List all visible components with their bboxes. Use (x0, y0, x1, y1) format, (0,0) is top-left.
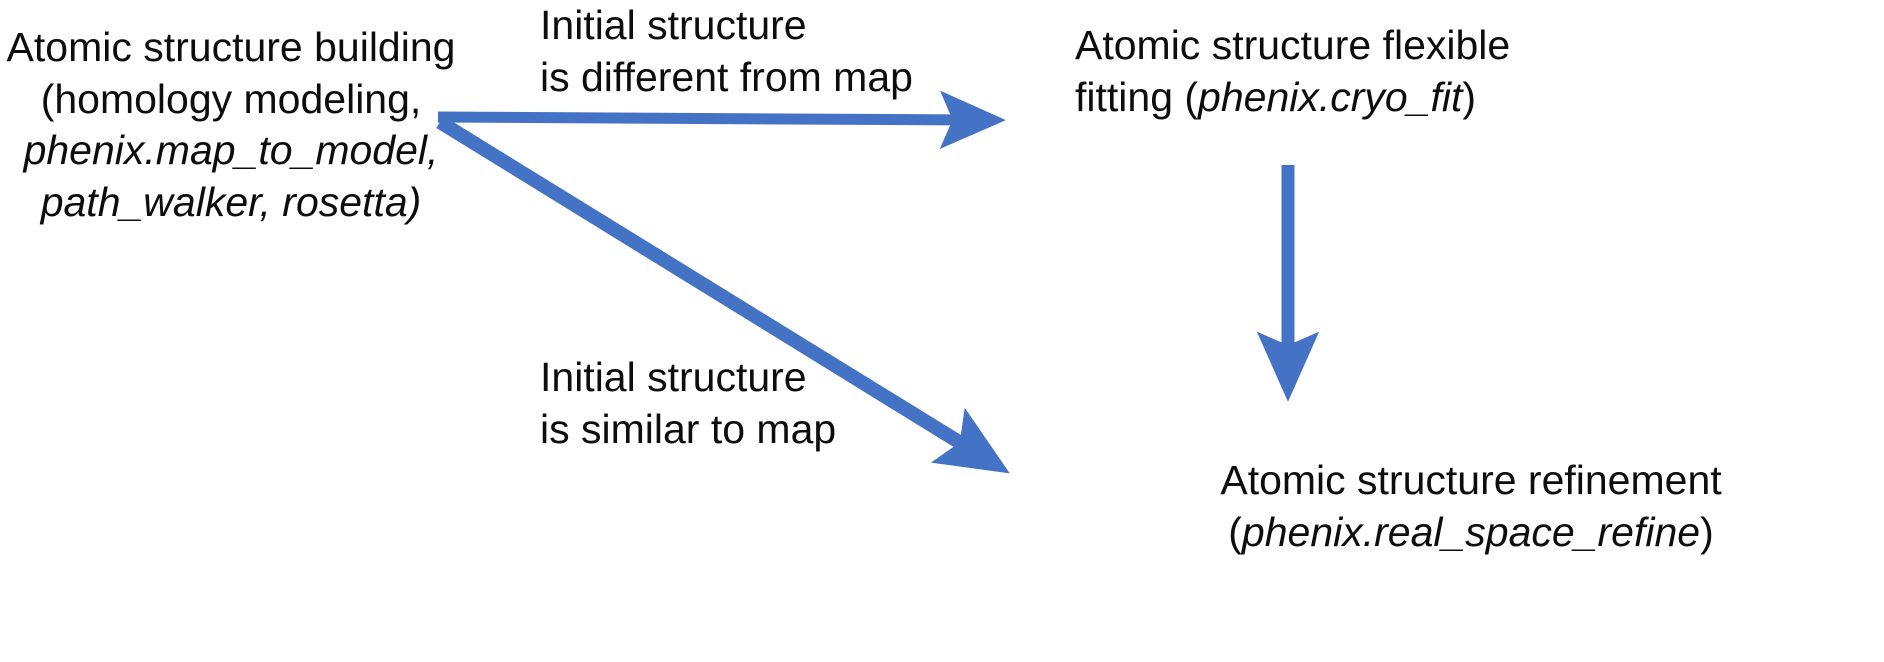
node-atomic-structure-building: Atomic structure building (homology mode… (0, 22, 462, 229)
node-flexible-fitting-paren-open: fitting ( (1075, 73, 1199, 120)
node-refinement-paren-open: ( (1228, 508, 1242, 555)
node-building-line-3: phenix.map_to_model, (0, 125, 462, 177)
node-building-tool-map-to-model: phenix.map_to_model, (23, 127, 439, 174)
node-flexible-fitting-tool-cryo-fit: phenix.cryo_fit (1198, 73, 1463, 120)
node-flexible-fitting-paren-close: ) (1462, 73, 1477, 120)
node-atomic-structure-flexible-fitting: Atomic structure flexible fitting (pheni… (1075, 20, 1545, 123)
node-building-tools-path-walker-rosetta: path_walker, rosetta) (40, 178, 422, 225)
edge-label-similar-line-1: Initial structure (540, 354, 807, 400)
node-atomic-structure-refinement: Atomic structure refinement (phenix.real… (1058, 455, 1884, 558)
edge-label-similar-line-2: is similar to map (540, 405, 837, 452)
arrow-building-to-flexible-fitting (437, 90, 1006, 149)
arrow-building-to-refinement (436, 116, 1010, 474)
node-flexible-fitting-line-1: Atomic structure flexible (1075, 22, 1511, 68)
edge-label-different-line-1: Initial structure (540, 2, 807, 48)
edge-label-initial-structure-different: Initial structure is different from map (540, 0, 930, 103)
node-building-line-1: Atomic structure building (6, 24, 456, 70)
node-refinement-paren-close: ) (1700, 508, 1714, 555)
node-refinement-line-1: Atomic structure refinement (1220, 457, 1722, 503)
node-building-line-4: path_walker, rosetta) (0, 177, 462, 229)
edge-label-different-line-2: is different from map (540, 53, 913, 100)
node-flexible-fitting-line-2: fitting (phenix.cryo_fit) (1075, 72, 1545, 124)
node-building-line-2: (homology modeling, (40, 75, 422, 122)
node-refinement-tool-real-space-refine: phenix.real_space_refine (1241, 508, 1701, 555)
node-refinement-line-2: (phenix.real_space_refine) (1058, 507, 1884, 559)
edge-label-initial-structure-similar: Initial structure is similar to map (540, 352, 930, 455)
